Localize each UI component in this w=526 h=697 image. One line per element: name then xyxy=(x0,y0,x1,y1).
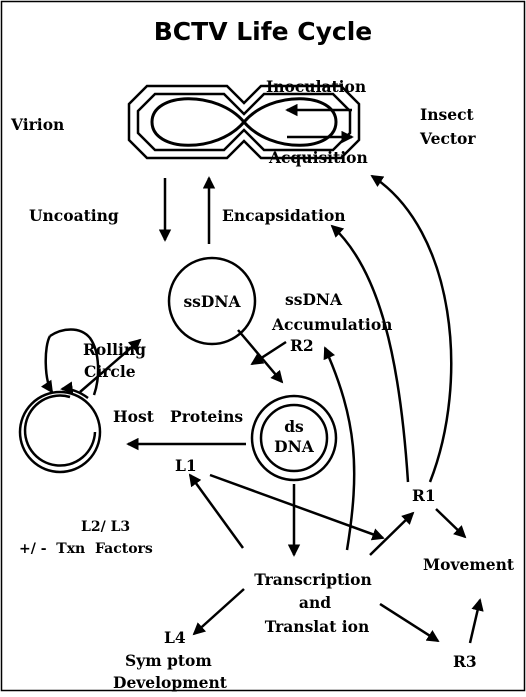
transcription-to-r2-arrow xyxy=(323,346,356,551)
r1-to-encapsidation-arrow xyxy=(330,224,410,483)
host-proteins-label: Host Proteins xyxy=(113,407,243,426)
transcription-to-l4-arrow xyxy=(192,588,245,636)
uncoating-label: Uncoating xyxy=(29,206,119,225)
ssdna-to-dsdna-arrow xyxy=(237,329,284,384)
l1-to-r1-arrow xyxy=(209,473,385,541)
symptom-label: Sym ptom xyxy=(125,651,212,670)
translation-label: Translat ion xyxy=(265,617,370,636)
ssdna-accum-label-1: ssDNA xyxy=(285,290,343,309)
r1-to-acquisition-arrow xyxy=(370,174,453,483)
inoculation-label: Inoculation xyxy=(266,77,366,96)
pathway-arrows xyxy=(79,103,484,644)
diagram-labels: Virion Inoculation Acquisition Insect Ve… xyxy=(10,77,515,692)
ds-label: ds xyxy=(284,417,304,436)
rolling-to-ssdna-arrow xyxy=(79,338,142,393)
virion-particle-icon xyxy=(127,84,361,160)
transcription-to-r1-arrow xyxy=(369,511,415,556)
encapsidation-label: Encapsidation xyxy=(222,206,346,225)
dna-label: DNA xyxy=(274,437,315,456)
l2l3-to-l1-arrow xyxy=(188,473,245,549)
l2l3-label: L2/ L3 xyxy=(81,519,130,535)
and-label: and xyxy=(299,593,331,612)
circle-label: Circle xyxy=(84,362,136,381)
r1-label: R1 xyxy=(412,486,436,505)
ssdna-circle xyxy=(167,256,257,346)
movement-label: Movement xyxy=(423,555,515,574)
insect-label: Insect xyxy=(420,105,475,124)
dsdna-circle xyxy=(250,394,338,482)
txn-factors-label: +/ - Txn Factors xyxy=(19,541,153,557)
r1-to-movement-arrow xyxy=(435,508,467,539)
development-label: Development xyxy=(113,673,228,692)
translation-to-r3-arrow xyxy=(379,602,440,643)
r2-arrow xyxy=(250,340,287,366)
r2-label: R2 xyxy=(290,336,314,355)
r3-to-movement-arrow xyxy=(468,598,484,644)
rolling-label: Rolling xyxy=(83,340,146,359)
acquisition-label: Acquisition xyxy=(268,148,368,167)
diagram-title: BCTV Life Cycle xyxy=(154,17,373,46)
r3-label: R3 xyxy=(453,652,477,671)
l4-label: L4 xyxy=(164,628,186,647)
l1-label: L1 xyxy=(175,456,197,475)
vector-label: Vector xyxy=(419,129,476,148)
ssdna-accum-label-2: Accumulation xyxy=(271,315,392,334)
transcription-label: Transcription xyxy=(254,570,372,589)
ssdna-circle-label: ssDNA xyxy=(183,292,241,311)
virion-label: Virion xyxy=(10,115,64,134)
